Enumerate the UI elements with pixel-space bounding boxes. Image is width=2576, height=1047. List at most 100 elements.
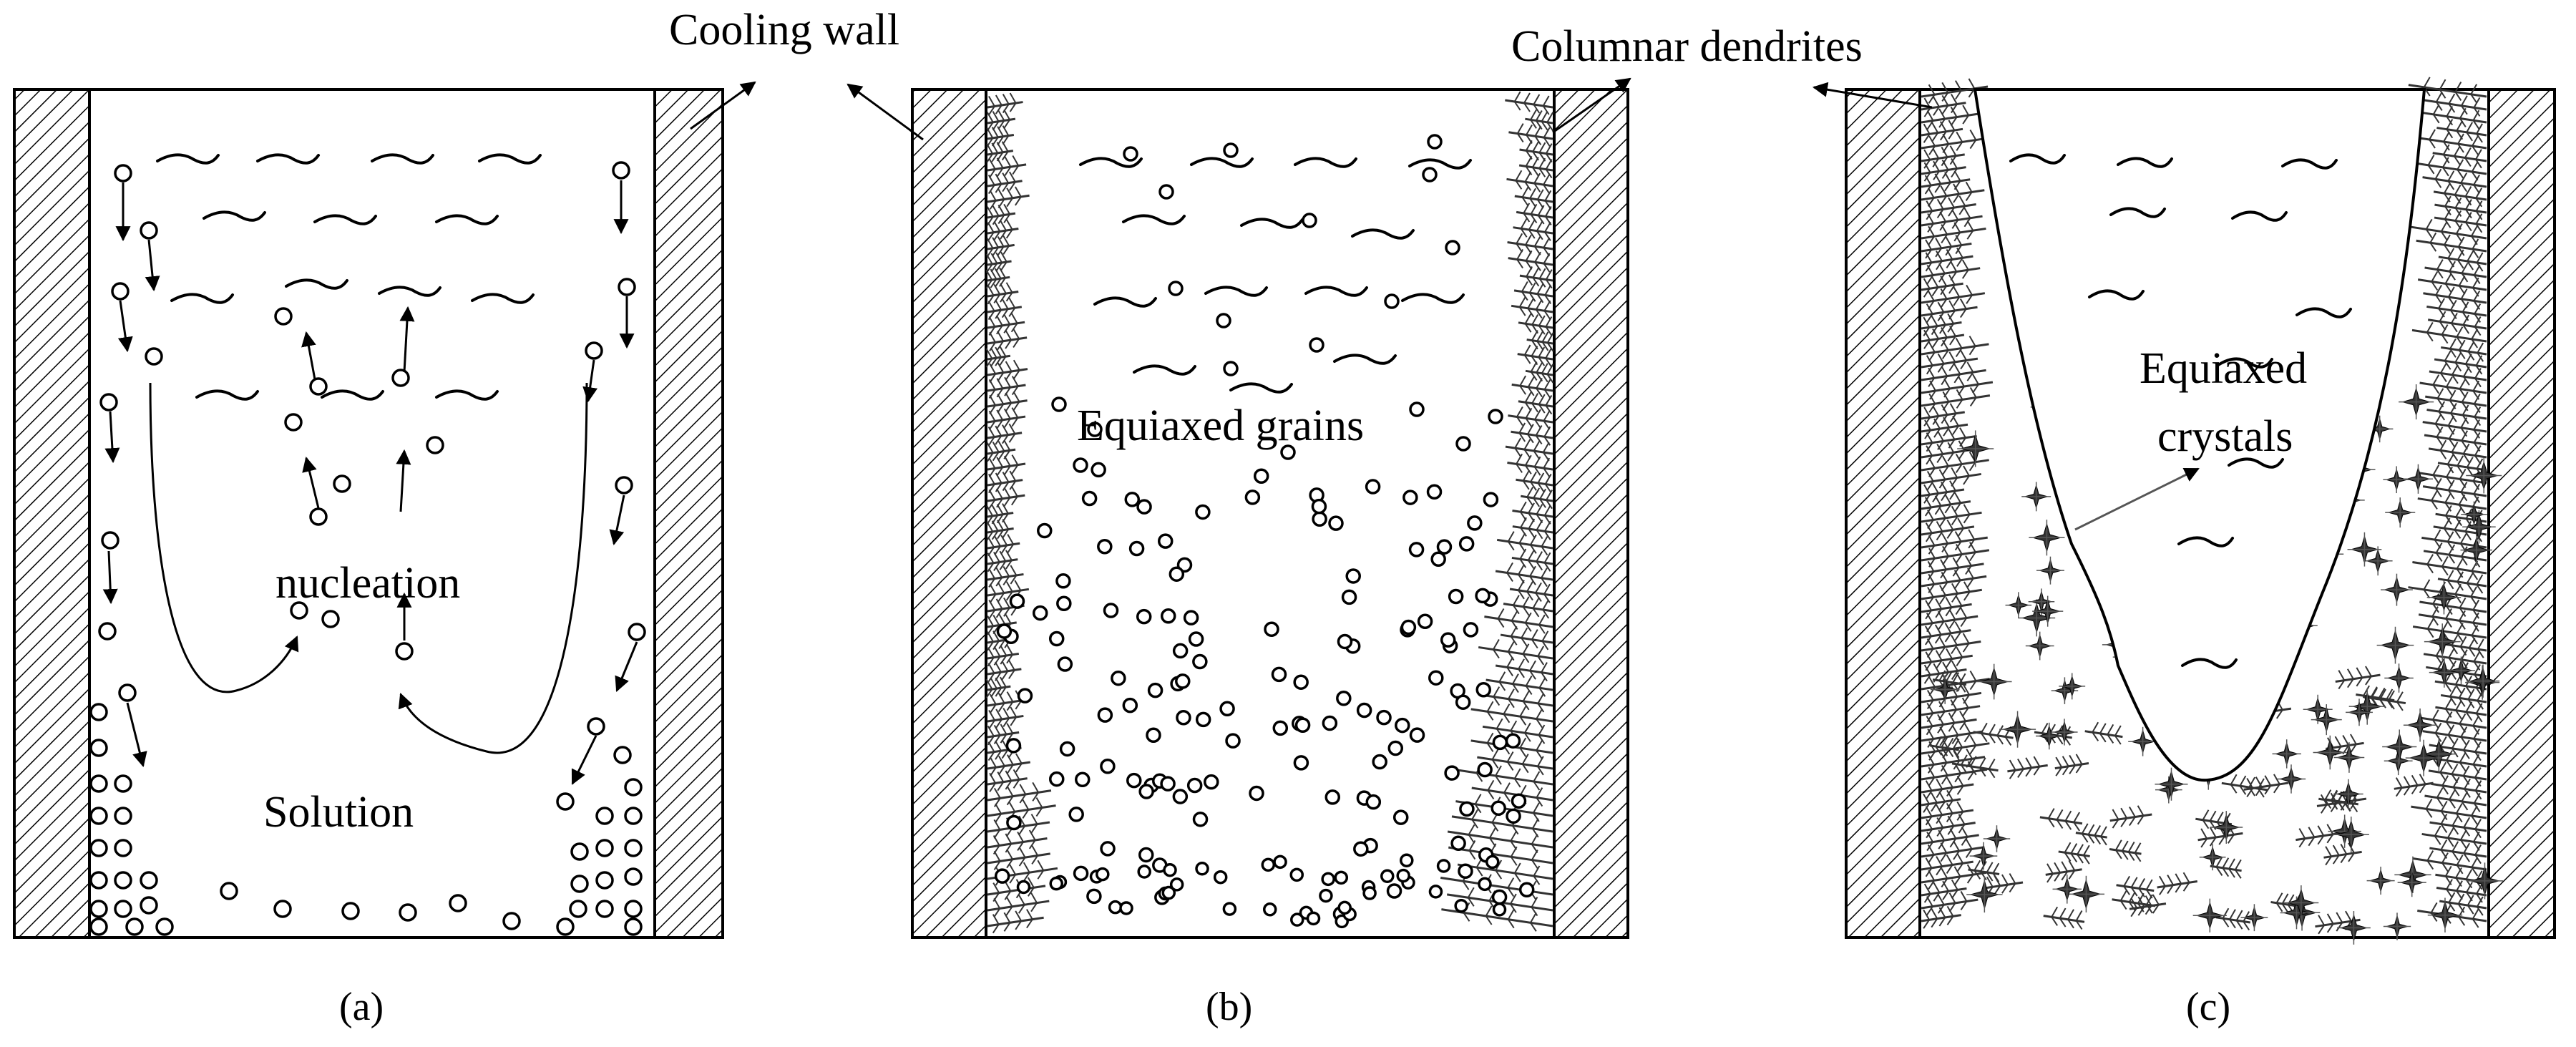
dendrite-branch xyxy=(1534,135,1542,145)
dendrite-branch xyxy=(1005,361,1013,372)
dendrite-branch xyxy=(2423,77,2431,88)
dendrite-trunk xyxy=(1921,914,1961,922)
dendrite-branch xyxy=(2464,354,2472,365)
dendrite-branch xyxy=(1536,378,1543,389)
dendrite-branch xyxy=(1941,82,1949,93)
wave-stroke xyxy=(313,214,377,225)
dendrite-branch xyxy=(1948,892,1956,904)
particle xyxy=(1467,515,1483,531)
particle xyxy=(1392,809,1409,825)
dendrite-branch xyxy=(1935,650,1943,661)
dendrite-branch xyxy=(1005,560,1013,570)
dendrite-branch xyxy=(1493,648,1500,659)
dendrite-branch xyxy=(1969,745,1977,755)
dendrite-branch xyxy=(2451,442,2459,453)
dendrite-branch xyxy=(1941,376,1948,386)
dendrite-branch xyxy=(1949,336,1956,346)
dendrite-branch xyxy=(1545,405,1553,415)
particle xyxy=(1087,422,1103,437)
dendrite-branch xyxy=(1544,473,1552,484)
particle xyxy=(1365,794,1382,810)
dendrite-branch xyxy=(2128,891,2136,902)
dendrite-trunk xyxy=(2424,434,2487,446)
dendrite-branch xyxy=(1521,291,1528,301)
dendrite-branch xyxy=(2033,766,2041,776)
dendrite-trunk xyxy=(1921,588,1982,600)
dendrite-branch xyxy=(1519,737,1527,749)
dendrite-branch xyxy=(2444,708,2452,718)
dendrite-trunk xyxy=(2429,847,2487,858)
dendrite-branch xyxy=(1959,308,1967,318)
dendrite-branch xyxy=(1937,714,1944,725)
label-solution: Solution xyxy=(263,788,414,837)
dendrite-branch xyxy=(2444,273,2452,284)
dendrite-branch xyxy=(1938,636,1946,648)
dendrite-branch xyxy=(989,200,997,210)
dendrite-branch xyxy=(2218,835,2226,845)
dendrite-trunk xyxy=(1482,725,1553,739)
dendrite-branch xyxy=(1536,199,1544,209)
dendrite-branch xyxy=(1941,455,1949,467)
dendrite-branch xyxy=(2474,663,2481,675)
particle xyxy=(89,774,108,793)
particle xyxy=(284,413,303,432)
dendrite-branch xyxy=(1926,832,1933,843)
particle xyxy=(1334,870,1349,885)
dendrite-branch xyxy=(1958,376,1965,387)
particle xyxy=(426,436,444,454)
dendrite-branch xyxy=(1015,763,1023,773)
dendrite-branch xyxy=(991,505,999,516)
dendrite-branch xyxy=(1529,670,1536,680)
dendrite-trunk xyxy=(1921,834,1979,845)
particle xyxy=(1506,808,1521,824)
dendrite-branch xyxy=(1010,575,1018,585)
wave-stroke xyxy=(1294,157,1357,168)
dendrite-branch xyxy=(2434,825,2441,837)
dendrite-branch xyxy=(999,356,1007,366)
dendrite-branch xyxy=(2462,453,2470,463)
dendrite-branch xyxy=(1956,247,1963,258)
dendrite-branch xyxy=(2466,132,2473,142)
dendrite-branch xyxy=(2472,754,2480,765)
dendrite-branch xyxy=(2441,334,2449,344)
dendrite-branch xyxy=(2429,232,2437,243)
dendrite-branch xyxy=(1527,560,1535,570)
dendrite-branch xyxy=(1471,809,1479,820)
dendrite-branch xyxy=(1533,172,1541,184)
dendrite-branch xyxy=(1514,447,1522,457)
dendrite-branch xyxy=(1546,500,1553,510)
dendrite-branch xyxy=(2092,731,2099,741)
dendrite-trunk xyxy=(1921,189,1985,201)
dendrite-branch xyxy=(1535,592,1542,602)
dendrite-branch xyxy=(1011,376,1019,387)
dendrite-branch xyxy=(1969,756,1977,767)
particle xyxy=(1136,608,1152,625)
dendrite-branch xyxy=(2456,568,2464,578)
dendrite-trunk xyxy=(1518,321,1553,329)
dendrite-branch xyxy=(2457,571,2464,583)
dendrite-branch xyxy=(2099,733,2107,743)
dendrite-branch xyxy=(2439,79,2446,90)
dendrite-branch xyxy=(1006,796,1014,806)
dendrite-branch xyxy=(1003,607,1010,617)
dendrite-branch xyxy=(1511,824,1519,835)
dendrite-branch xyxy=(2081,823,2089,834)
dendrite-branch xyxy=(2450,402,2457,414)
particle xyxy=(1450,835,1466,852)
dendrite-branch xyxy=(988,578,995,588)
dendrite-branch xyxy=(1536,719,1543,729)
particle xyxy=(341,902,360,920)
dendrite-trunk xyxy=(2442,643,2487,652)
dendrite-branch xyxy=(2459,533,2467,545)
wave-stroke xyxy=(1333,354,1397,365)
dendrite-branch xyxy=(1546,332,1554,344)
dendrite-branch xyxy=(1001,749,1009,759)
dendrite-branch xyxy=(1001,661,1009,672)
dendrite-branch xyxy=(1924,419,1931,431)
wave-stroke xyxy=(2177,536,2234,547)
dendrite-branch xyxy=(2425,228,2433,238)
dendrite-branch xyxy=(1008,307,1016,317)
particle xyxy=(1249,785,1264,802)
dendrite-trunk xyxy=(1921,321,1962,330)
dendrite-branch xyxy=(992,835,1000,846)
